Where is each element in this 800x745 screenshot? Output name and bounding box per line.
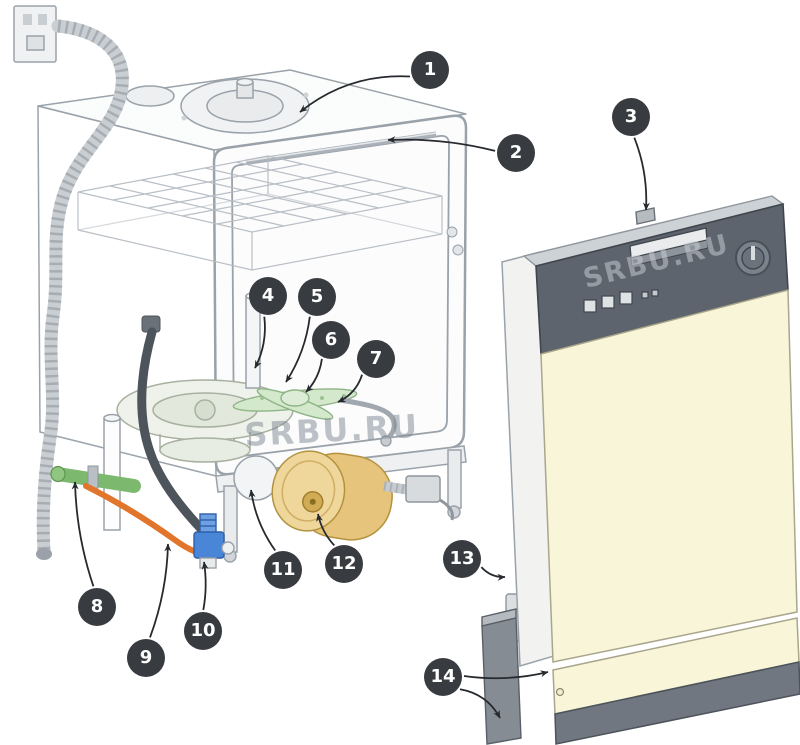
drain-standpipe	[103, 413, 121, 531]
callout-arrow-12	[316, 513, 335, 547]
dish-rack-basket	[77, 155, 443, 271]
kick-plate	[554, 661, 800, 745]
lower-spray-arm	[232, 388, 358, 420]
sump-assembly	[116, 379, 294, 463]
drain-pipe-green	[50, 465, 141, 493]
door-latch	[635, 207, 656, 225]
callout-arrow-11	[248, 489, 276, 552]
internal-drain-hose	[137, 315, 215, 543]
callout-arrow-6	[305, 358, 323, 393]
callout-arrow-13	[480, 566, 506, 581]
water-supply-standpipe	[245, 292, 261, 389]
corrugated-supply-hose	[36, 19, 129, 560]
top-motor-hump	[125, 85, 175, 107]
wall-outlet-box	[13, 5, 57, 63]
callout-arrow-14-2	[459, 688, 501, 719]
upper-spray-tube	[245, 131, 437, 165]
inlet-metal-tube	[339, 397, 397, 447]
callout-arrow-5	[285, 316, 311, 383]
callout-arrow-9	[149, 543, 172, 638]
callout-arrow-14-1	[463, 670, 549, 680]
callout-arrow-3	[633, 137, 650, 211]
door-base-bracket	[481, 608, 522, 745]
panel-buttons	[583, 289, 659, 313]
callout-arrow-8	[71, 481, 95, 587]
callout-arrow-4	[254, 316, 266, 369]
callout-arrow-1	[299, 75, 411, 113]
callout-arrow-10	[201, 561, 209, 611]
timer-knob	[735, 240, 771, 276]
arrow-layer	[71, 75, 650, 719]
drain-junction	[383, 475, 454, 521]
watermark-machine: SRBU.RU	[243, 407, 420, 454]
pump-volute	[233, 455, 279, 501]
door-front-panel	[540, 289, 798, 663]
callout-arrow-2	[387, 136, 496, 152]
